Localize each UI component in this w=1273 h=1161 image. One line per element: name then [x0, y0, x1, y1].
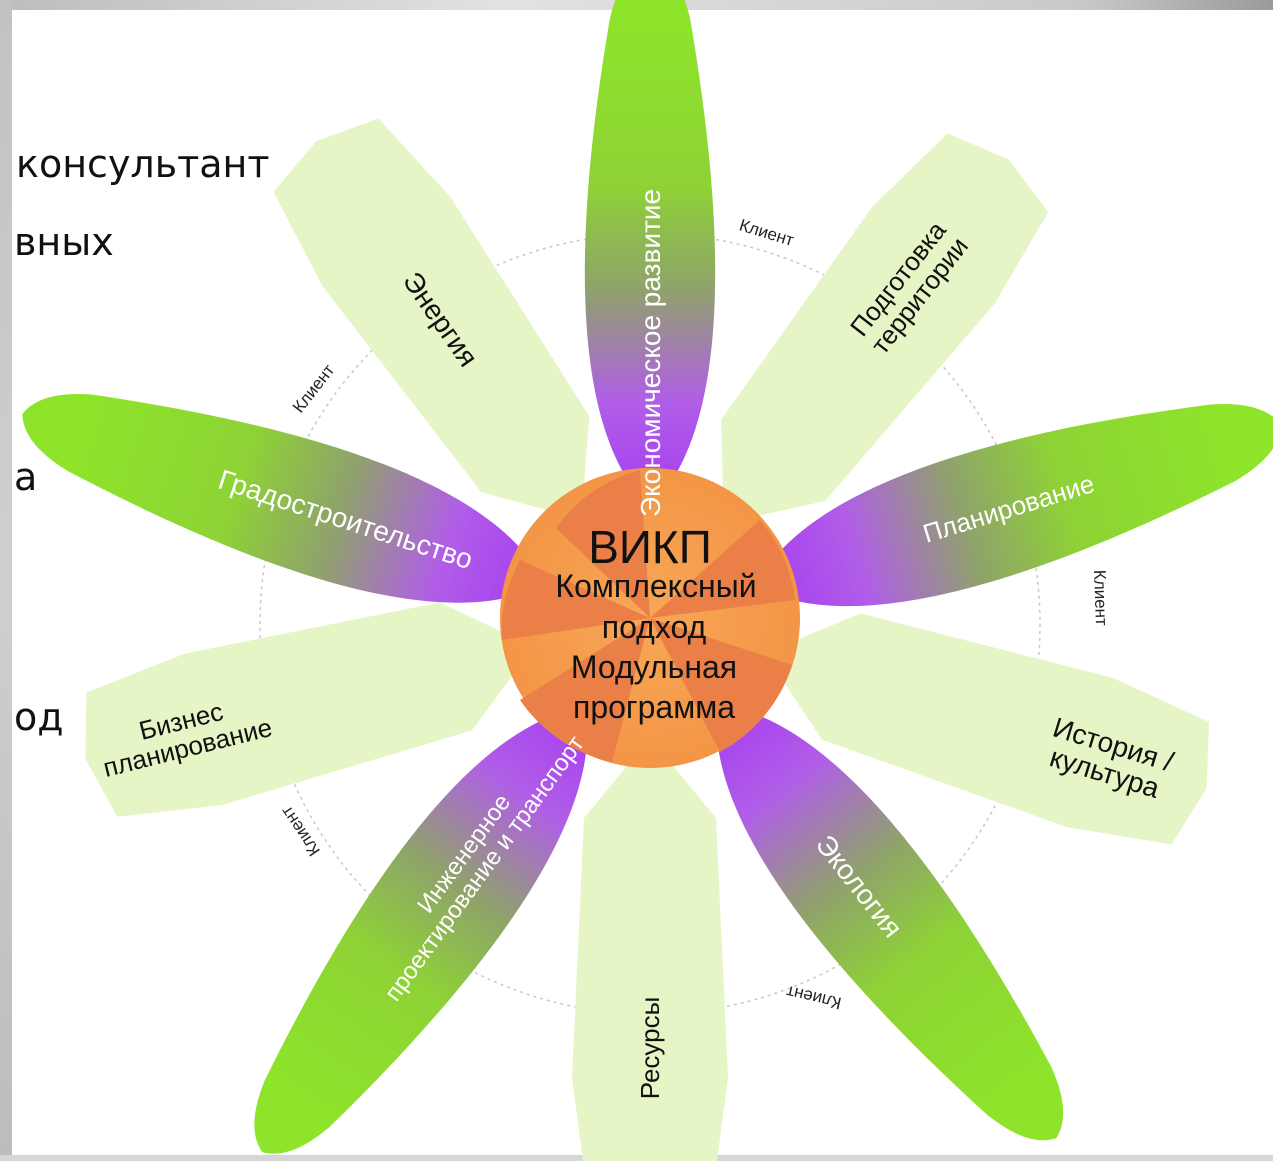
- center-title: ВИКП: [588, 521, 712, 573]
- petal-5: [716, 704, 1064, 1141]
- center-circle: ВИКП Комплексный подход Модульная програ…: [500, 468, 800, 768]
- petal-7: [254, 706, 588, 1154]
- slide-text-line-1: консультант: [16, 142, 270, 186]
- petal-4: [764, 613, 1210, 845]
- client-label-3: Клиент: [784, 982, 843, 1013]
- pale-petal-group: [85, 118, 1210, 1161]
- petal-3: [755, 403, 1273, 607]
- slide-text-line-2: вных: [14, 220, 114, 264]
- petal-6: [572, 738, 728, 1161]
- client-label-5: Клиент: [289, 361, 339, 417]
- petal-label-1: Экономическое развитие: [635, 189, 666, 517]
- client-label-2: Клиент: [1090, 570, 1111, 627]
- window-left-edge: [0, 0, 12, 1161]
- slide-text-line-4: од: [14, 695, 64, 739]
- center-line-4: программа: [573, 689, 735, 725]
- petal-10: [273, 118, 590, 520]
- slide-text-line-3: а: [14, 455, 38, 499]
- center-line-2: подход: [602, 609, 707, 645]
- petal-label-6: Ресурсы: [635, 997, 665, 1100]
- center-line-3: Модульная: [571, 649, 737, 685]
- petal-8: [85, 602, 534, 817]
- client-ring: [259, 233, 1041, 1015]
- petal-1: [584, 0, 716, 508]
- client-label-1: Клиент: [737, 215, 796, 250]
- petal-9: [22, 393, 546, 603]
- client-label-4: Клиент: [277, 802, 324, 859]
- petal-2: [721, 133, 1049, 524]
- center-line-1: Комплексный: [555, 568, 756, 604]
